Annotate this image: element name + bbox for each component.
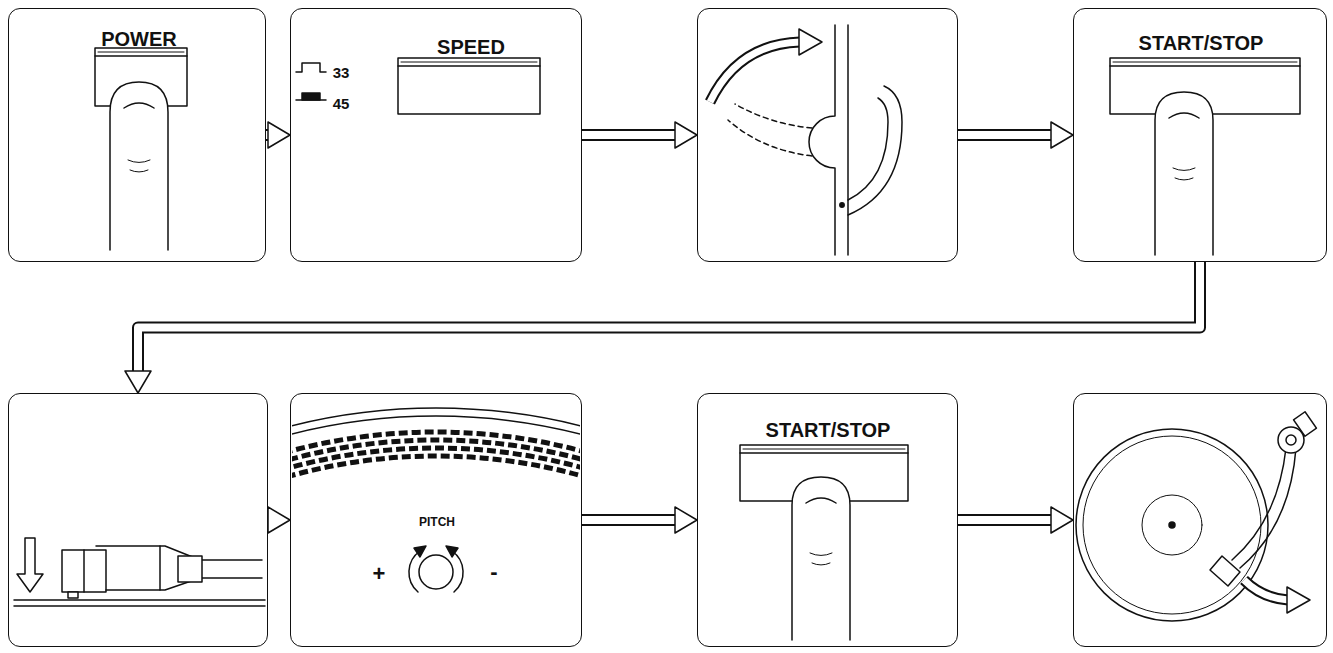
flow-arrow — [958, 122, 1073, 148]
control-mark: 33 — [333, 65, 350, 80]
step-panel — [697, 8, 958, 262]
flow-arrow — [958, 507, 1073, 533]
arrow-head — [675, 122, 697, 148]
step-panel: START/STOP — [697, 393, 958, 647]
flow-arrow — [582, 122, 697, 148]
step-panel: SPEED 33 45 — [290, 8, 582, 262]
button-down-icon — [296, 93, 326, 100]
arrow-shaft-inner — [582, 131, 675, 139]
flow-arrow — [582, 507, 697, 533]
arrow-head — [1051, 507, 1073, 533]
control-mark: - — [490, 561, 497, 583]
arrow-shaft-inner — [138, 262, 1200, 371]
control-label: START/STOP — [766, 420, 891, 440]
speed-button — [398, 58, 540, 114]
arrow-shaft — [958, 514, 1051, 526]
control-mark: 45 — [333, 96, 350, 111]
platter-edge — [292, 408, 580, 495]
finger — [110, 82, 168, 250]
control-mark: + — [373, 563, 386, 585]
pitch-knob — [409, 546, 463, 592]
tonearm — [1210, 412, 1316, 586]
cartridge — [62, 546, 262, 598]
step-panel: START/STOP — [1073, 8, 1327, 262]
control-label: SPEED — [437, 37, 505, 57]
arrow-shaft-inner — [958, 516, 1051, 524]
flow-arrow — [125, 262, 1200, 393]
arrow-shaft — [138, 262, 1200, 371]
arrow-head — [1051, 122, 1073, 148]
platter — [1076, 429, 1268, 621]
motion-arrow — [710, 29, 822, 102]
down-arrow — [17, 538, 43, 592]
record-surface — [14, 600, 265, 606]
finger — [792, 477, 850, 640]
arrow-head — [675, 507, 697, 533]
button-up-icon — [296, 63, 326, 72]
control-label: POWER — [101, 29, 177, 49]
flow-arrow — [268, 507, 290, 533]
step-panel: POWER — [8, 8, 266, 262]
control-label: START/STOP — [1139, 33, 1264, 53]
arrow-head — [268, 507, 290, 533]
step-panel — [8, 393, 268, 647]
step-panel: PITCH + - — [290, 393, 582, 647]
step-panel — [1073, 393, 1327, 647]
arrow-shaft — [958, 129, 1051, 141]
return-arrow — [1244, 580, 1310, 613]
finger — [1155, 92, 1213, 255]
arrow-shaft-inner — [582, 516, 675, 524]
control-label: PITCH — [419, 516, 455, 528]
arrow-shaft — [582, 514, 675, 526]
arrow-head — [268, 122, 290, 148]
flow-arrow — [266, 122, 290, 148]
arrow-shaft-inner — [958, 131, 1051, 139]
arrow-head — [125, 371, 151, 393]
arrow-shaft — [582, 129, 675, 141]
